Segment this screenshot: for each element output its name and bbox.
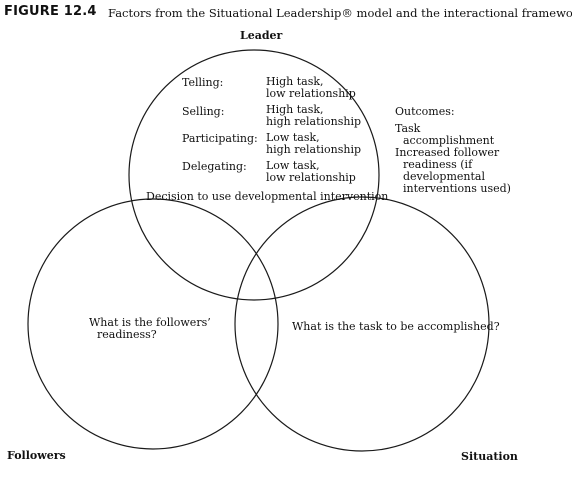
- outcome-increase-line1: Increased follower: [395, 146, 500, 159]
- followers-label: Followers: [7, 449, 66, 462]
- style-selling-name: Selling:: [182, 105, 225, 118]
- followers-question-line1: What is the followers’: [89, 316, 211, 329]
- outcome-increase-line4: interventions used): [403, 182, 511, 195]
- style-delegating-line1: Low task,: [266, 159, 320, 172]
- outcome-task-line2: accomplishment: [403, 134, 495, 147]
- situation-circle: [234, 196, 490, 452]
- style-delegating-line2: low relationship: [266, 171, 356, 184]
- situation-label: Situation: [461, 450, 518, 463]
- style-participating-desc: Low task, high relationship: [266, 132, 361, 156]
- outcomes-list: Task accomplishment Increased follower r…: [395, 123, 511, 195]
- style-selling-line2: high relationship: [266, 115, 362, 128]
- outcome-task-line1: Task: [395, 122, 421, 135]
- style-delegating-desc: Low task, low relationship: [266, 160, 356, 184]
- style-telling-line1: High task,: [266, 75, 324, 88]
- leader-label: Leader: [240, 29, 283, 42]
- figure-label: FIGURE 12.4: [4, 4, 97, 19]
- decision-text: Decision to use developmental interventi…: [146, 190, 389, 203]
- outcome-increase-line2: readiness (if: [403, 158, 473, 171]
- followers-question: What is the followers’ readiness?: [89, 317, 211, 341]
- style-participating-name: Participating:: [182, 132, 258, 145]
- leader-circle: [128, 49, 380, 301]
- style-telling-desc: High task, low relationship: [266, 76, 356, 100]
- figure-caption: Factors from the Situational Leadership®…: [108, 6, 572, 20]
- followers-question-line2: readiness?: [97, 328, 157, 341]
- outcome-increase-line3: developmental: [403, 170, 485, 183]
- situation-question: What is the task to be accomplished?: [292, 320, 500, 333]
- outcomes-title: Outcomes:: [395, 105, 455, 118]
- followers-circle: [27, 198, 279, 450]
- style-selling-desc: High task, high relationship: [266, 104, 361, 128]
- style-telling-line2: low relationship: [266, 87, 356, 100]
- style-delegating-name: Delegating:: [182, 160, 247, 173]
- style-participating-line2: high relationship: [266, 143, 362, 156]
- style-selling-line1: High task,: [266, 103, 324, 116]
- style-participating-line1: Low task,: [266, 131, 320, 144]
- style-telling-name: Telling:: [182, 76, 224, 89]
